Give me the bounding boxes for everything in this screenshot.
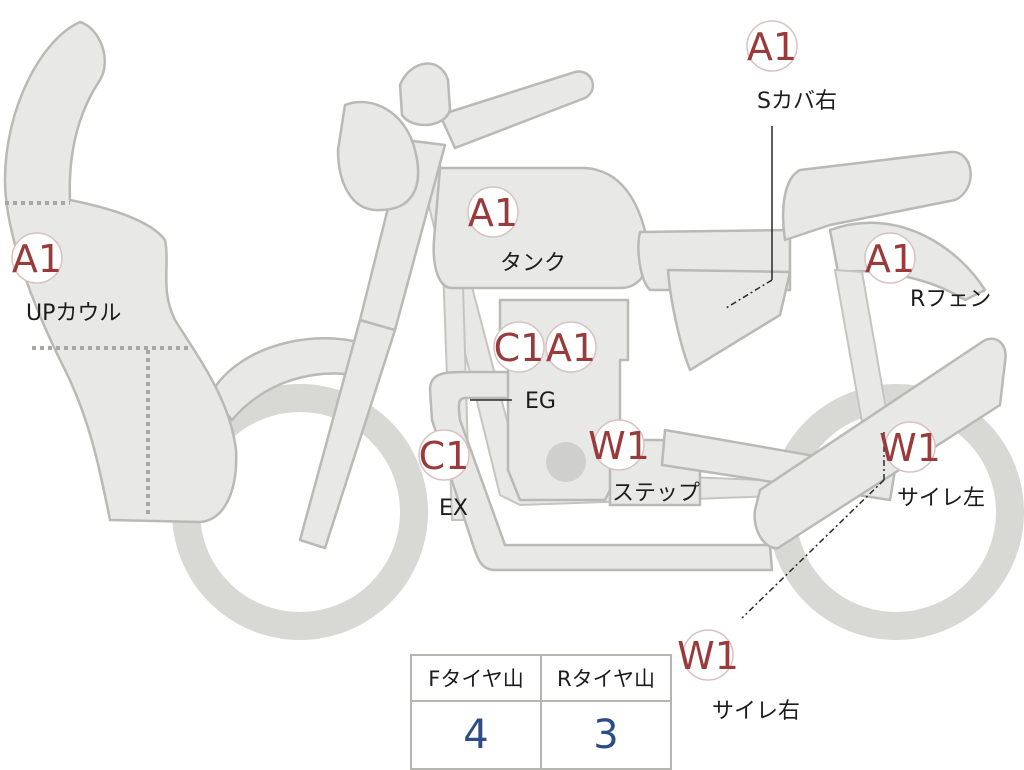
callout-silencer-left[interactable]: W1 サイレ左	[879, 421, 985, 511]
damage-code-badge	[864, 232, 916, 284]
headlight	[336, 100, 420, 212]
damage-code: W1	[677, 634, 739, 678]
damage-code: A1	[468, 191, 518, 235]
callout-engine[interactable]: C1 A1 EG	[493, 321, 597, 414]
damage-code-badge	[493, 321, 545, 373]
damage-code: C1	[419, 434, 470, 478]
damage-code: A1	[747, 25, 797, 69]
meter	[398, 62, 452, 127]
side-cover	[666, 268, 792, 372]
damage-code: A1	[12, 237, 62, 281]
part-label: タンク	[500, 251, 566, 276]
exhaust-pipe	[428, 370, 774, 572]
callout-rear-fender[interactable]: A1 Rフェン	[864, 232, 991, 312]
part-label: サイレ左	[897, 486, 985, 511]
engine-cover	[546, 442, 586, 482]
damage-code-badge	[11, 232, 63, 284]
part-label: EX	[439, 496, 468, 521]
callout-up-cowl[interactable]: A1 UPカウル	[11, 232, 121, 326]
callout-silencer-right[interactable]: W1 サイレ右	[677, 629, 800, 724]
damage-code: W1	[879, 426, 941, 470]
damage-code: A1	[865, 237, 915, 281]
leader-side-cover-tail	[725, 279, 773, 309]
damage-code: C1	[494, 326, 545, 370]
part-label: Sカバ右	[757, 89, 837, 114]
damage-code-badge	[467, 186, 519, 238]
leader-silencer-right	[741, 479, 885, 619]
callout-tank[interactable]: A1 タンク	[467, 186, 566, 276]
part-label: EG	[525, 389, 556, 414]
front-tire-value: 4	[410, 700, 542, 770]
part-label: ステップ	[612, 481, 700, 506]
callout-step[interactable]: W1 ステップ	[588, 419, 700, 506]
part-label: UPカウル	[26, 301, 121, 326]
fork-upper	[358, 138, 447, 332]
callout-exhaust[interactable]: C1 EX	[418, 429, 470, 521]
damage-code: A1	[546, 326, 596, 370]
tire-tread-table: Fタイヤ山 Rタイヤ山 4 3	[410, 654, 672, 770]
handlebar	[438, 70, 595, 150]
rear-tire-header: Rタイヤ山	[540, 654, 672, 702]
part-label: Rフェン	[910, 287, 991, 312]
damage-code-badge	[746, 20, 798, 72]
damage-code-badge	[593, 419, 645, 471]
silencer	[753, 337, 1007, 550]
damage-code-badge	[682, 629, 734, 681]
tire-table-value-row: 4 3	[410, 700, 672, 770]
damage-code-badge	[418, 429, 470, 481]
tire-table-header-row: Fタイヤ山 Rタイヤ山	[410, 654, 672, 702]
tail-seat	[781, 150, 972, 242]
damage-code-badge	[545, 321, 597, 373]
front-tire-header: Fタイヤ山	[410, 654, 542, 702]
damage-code: W1	[588, 424, 650, 468]
rear-tire-value: 3	[540, 700, 672, 770]
up-cowl	[3, 20, 238, 524]
damage-code-badge	[884, 421, 936, 473]
callout-side-cover-right[interactable]: A1 Sカバ右	[746, 20, 837, 114]
part-label: サイレ右	[712, 699, 800, 724]
